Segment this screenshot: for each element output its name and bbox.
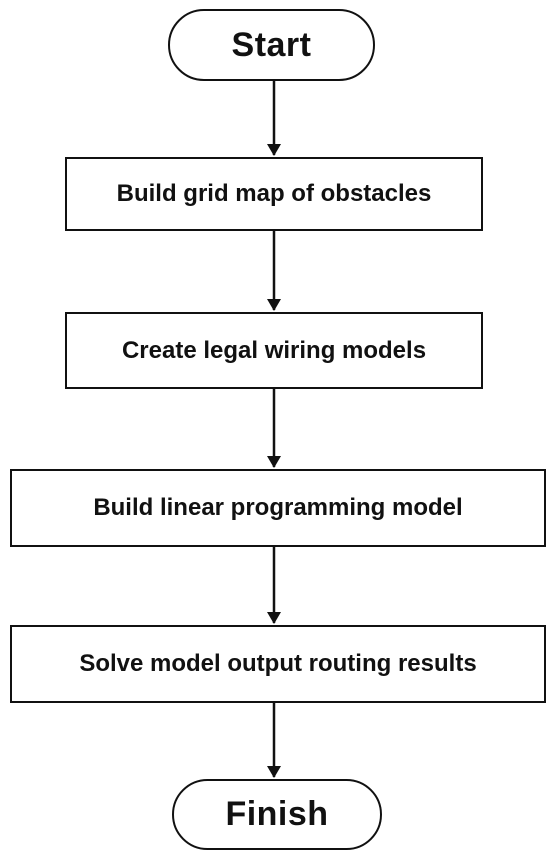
process-step-label: Build linear programming model: [93, 494, 463, 521]
process-step-solve-model: Solve model output routing results: [10, 625, 546, 703]
finish-terminal: Finish: [172, 779, 382, 850]
process-step-label: Create legal wiring models: [121, 336, 427, 364]
start-terminal: Start: [168, 9, 375, 81]
start-label: Start: [231, 25, 312, 64]
process-step-build-lp-model: Build linear programming model: [10, 469, 546, 547]
process-step-create-wiring-models: Create legal wiring models: [65, 312, 483, 389]
finish-label: Finish: [225, 795, 329, 833]
process-step-label: Build grid map of obstacles: [116, 180, 432, 207]
process-step-build-grid-map: Build grid map of obstacles: [65, 157, 483, 231]
process-step-label: Solve model output routing results: [79, 650, 477, 677]
